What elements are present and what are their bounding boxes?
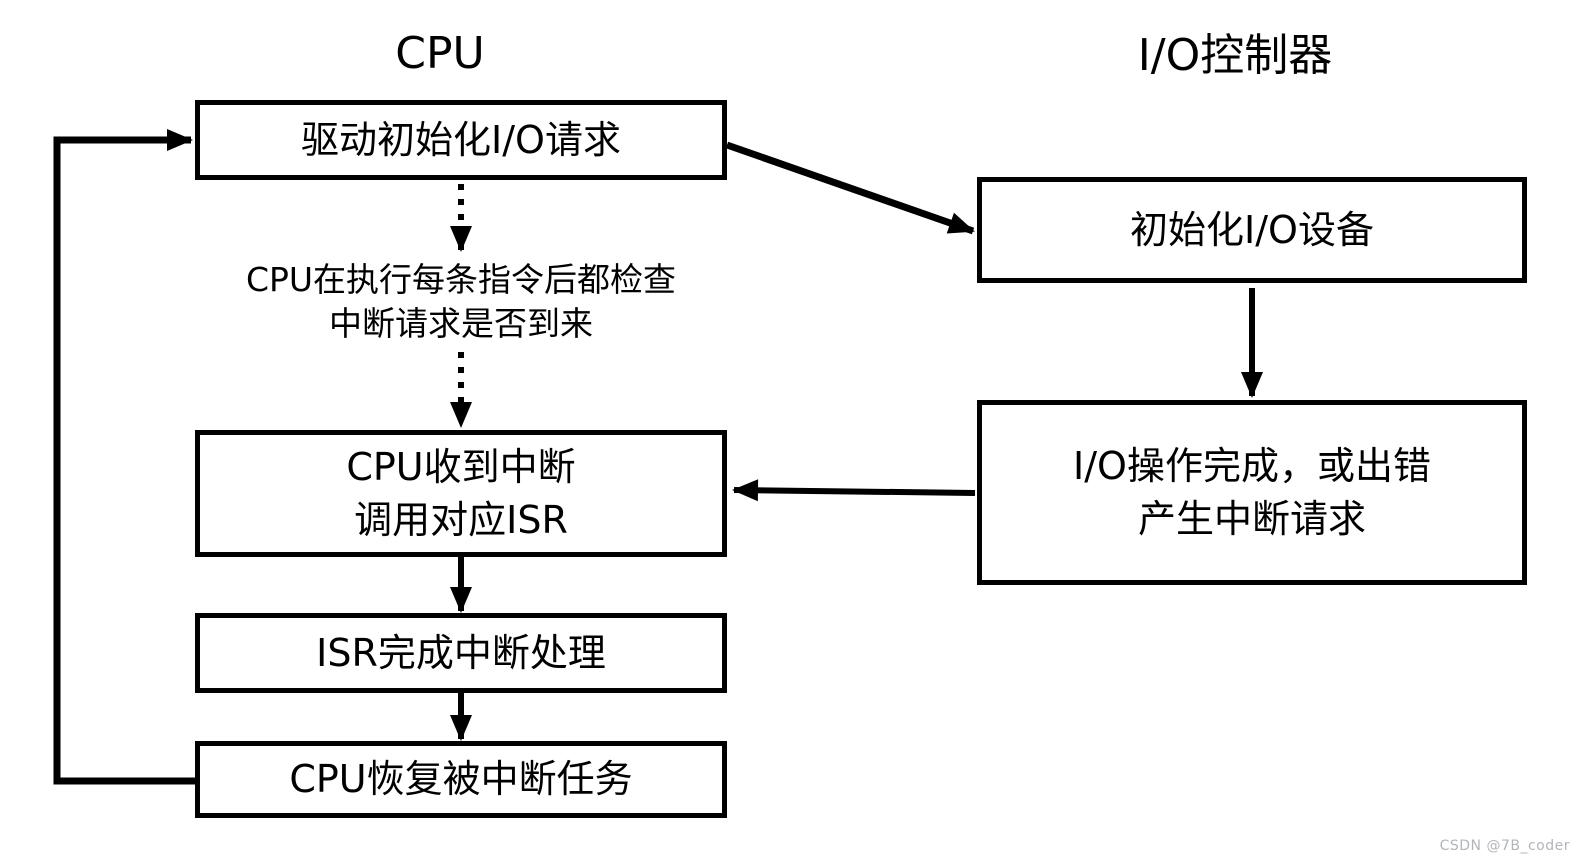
box-cpu-interrupt-line-1: CPU收到中断 <box>346 445 576 490</box>
arrow-interrupt-request <box>732 479 976 502</box>
arrow-loop-resume-to-init <box>53 129 197 785</box>
box-io-complete-line-1: I/O操作完成，或出错 <box>1073 444 1431 489</box>
box-init-io-device: 初始化I/O设备 <box>977 177 1527 283</box>
box-isr-done-label: ISR完成中断处理 <box>316 630 606 675</box>
box-io-complete-or-error: I/O操作完成，或出错 产生中断请求 <box>977 400 1527 585</box>
box-cpu-resumes-task: CPU恢复被中断任务 <box>195 741 727 818</box>
box-io-complete-line-2: 产生中断请求 <box>1137 496 1366 541</box>
note-cpu-checks-interrupts: CPU在执行每条指令后都检查 中断请求是否到来 <box>170 258 752 345</box>
box-init-device-label: 初始化I/O设备 <box>1130 207 1374 252</box>
box-driver-init-io-request: 驱动初始化I/O请求 <box>195 100 727 180</box>
arrow-init-request-to-device <box>725 141 975 235</box>
box-cpu-receives-interrupt: CPU收到中断 调用对应ISR <box>195 430 727 557</box>
box-cpu-resume-label: CPU恢复被中断任务 <box>289 757 633 802</box>
note-line-2: 中断请求是否到来 <box>329 303 593 343</box>
box-cpu-interrupt-line-2: 调用对应ISR <box>354 497 568 542</box>
box-isr-completes-handling: ISR完成中断处理 <box>195 613 727 693</box>
box-driver-init-label: 驱动初始化I/O请求 <box>301 117 621 162</box>
io-controller-column-title: I/O控制器 <box>1137 30 1333 81</box>
note-line-1: CPU在执行每条指令后都检查 <box>245 260 677 299</box>
csdn-watermark: CSDN @7B_coder <box>1439 838 1570 854</box>
cpu-column-title: CPU <box>395 28 485 79</box>
